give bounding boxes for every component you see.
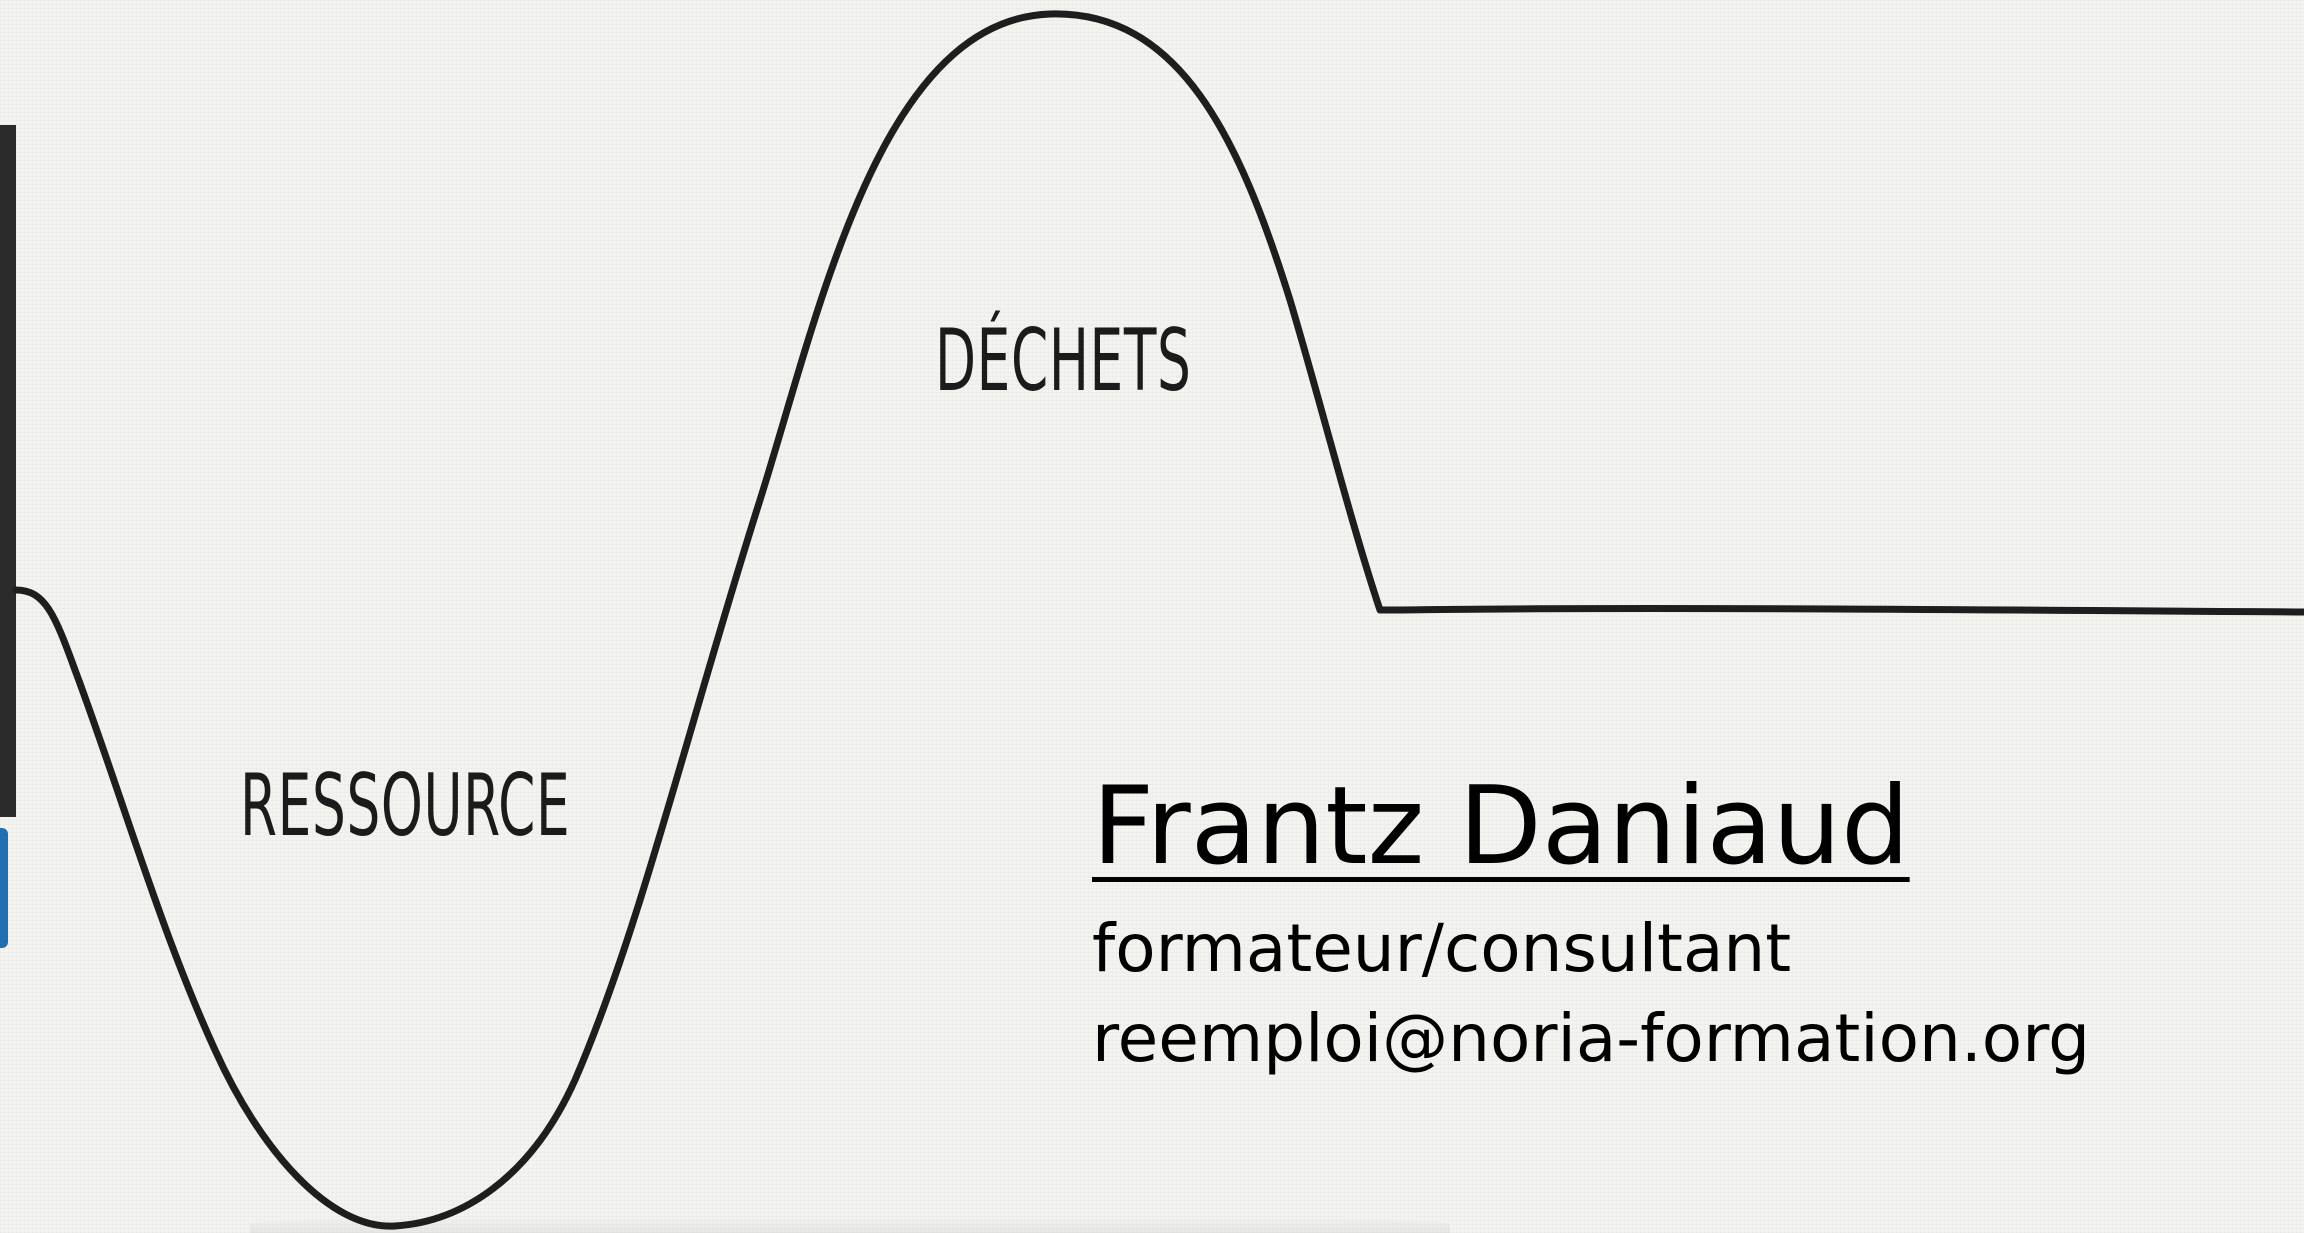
ressource-label: RESSOURCE (240, 756, 571, 856)
left-blue-tab (0, 828, 8, 948)
wave-line (12, 10, 2304, 1230)
bottom-shadow (250, 1215, 1450, 1233)
left-panel-edge (0, 125, 16, 817)
dechets-label: DÉCHETS (935, 311, 1192, 411)
contact-email[interactable]: reemploi@noria-formation.org (1092, 999, 2091, 1077)
contact-role: formateur/consultant (1092, 910, 1792, 988)
contact-name: Frantz Daniaud (1092, 764, 1910, 889)
contact-block: Frantz Daniaud formateur/consultant reem… (1092, 770, 2090, 1078)
